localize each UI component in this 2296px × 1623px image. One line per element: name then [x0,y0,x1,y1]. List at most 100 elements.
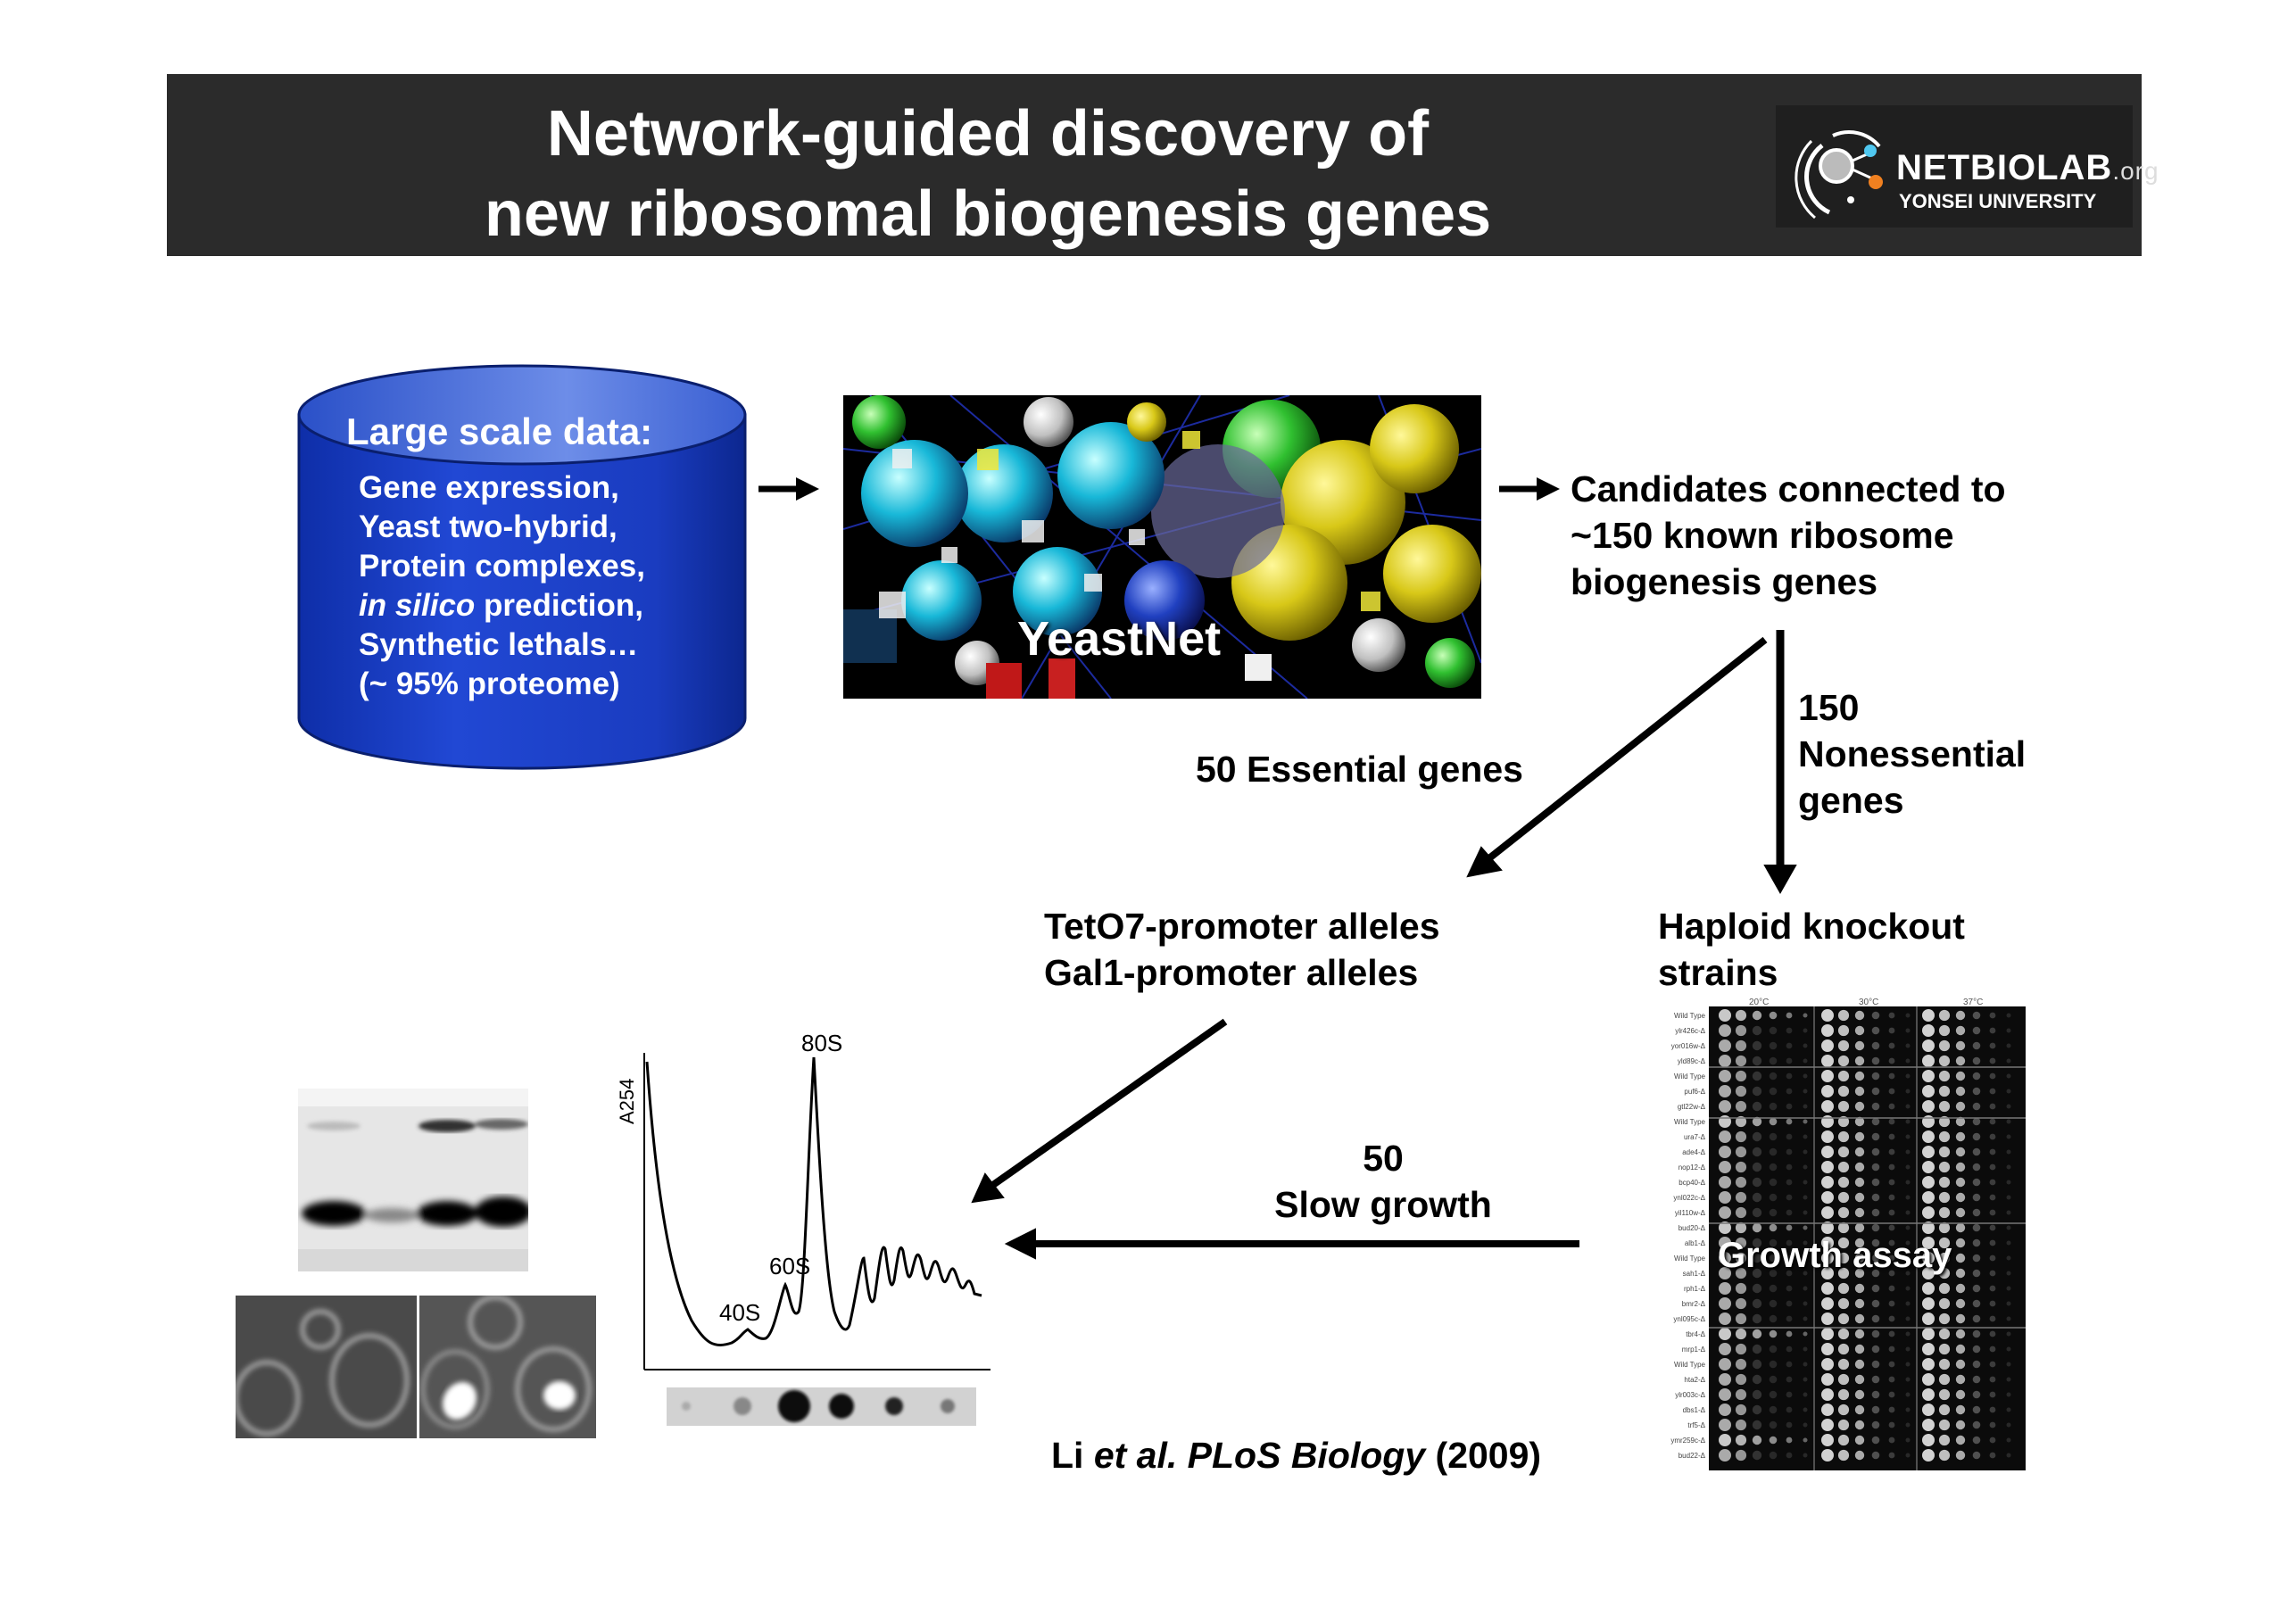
growth-spot [1922,1221,1935,1234]
growth-spot [1735,1419,1747,1431]
growth-spot [1922,1161,1935,1173]
netbiolab-logo [1776,105,2133,228]
growth-spot [1972,1436,1981,1445]
growth-spot [1905,1437,1911,1443]
growth-spot [1888,1421,1895,1428]
strain-label: rph1-Δ [1683,1285,1705,1293]
growth-spot [1888,1209,1895,1216]
growth-spot [1854,1374,1865,1385]
growth-spot [1854,1192,1865,1203]
growth-spot [1854,1298,1865,1309]
growth-spot [1972,1329,1981,1338]
growth-spot [1888,1118,1895,1125]
growth-spot [1769,1178,1778,1187]
growth-spot [1719,1115,1731,1128]
growth-spot [1888,1148,1895,1155]
growth-spot [1972,1284,1981,1293]
growth-spot [2006,1316,2011,1321]
growth-spot [1821,1100,1834,1113]
growth-spot [1769,1087,1778,1096]
growth-spot [1752,1222,1762,1233]
growth-spot [1719,1024,1731,1037]
growth-spot [1837,1100,1850,1113]
growth-assay-visual [1709,1006,2026,1470]
growth-spot [1888,1391,1895,1398]
growth-spot [2006,1377,2011,1382]
logo-network-icon [1795,130,1883,219]
growth-spot [1735,1373,1747,1386]
growth-spot [1786,1346,1793,1353]
candidates-line: biogenesis genes [1571,561,1878,602]
slow-growth-line: Slow growth [1274,1184,1492,1225]
growth-spot [1972,1375,1981,1384]
growth-spot [1821,1115,1834,1128]
growth-spot [1955,1450,1966,1461]
growth-spot [1837,1373,1850,1386]
growth-spot [1837,1191,1850,1204]
growth-spot [1854,1025,1865,1036]
growth-spot [1803,1058,1808,1064]
growth-spot [1989,1194,1996,1201]
growth-spot [1989,1270,1996,1277]
strain-label: ynl022c-Δ [1673,1194,1705,1202]
citation: Li et al. PLoS Biology (2009) [1051,1432,1541,1478]
growth-spot [1854,1238,1865,1248]
growth-spot [1769,1254,1778,1263]
growth-spot [1854,1344,1865,1354]
growth-spot [2006,1437,2011,1443]
growth-spot [1821,1267,1834,1279]
strain-label: bcp40-Δ [1678,1179,1705,1187]
growth-spot [1871,1117,1880,1126]
growth-spot [1803,1346,1808,1352]
growth-spot [1786,1376,1793,1383]
citation-author: Li [1051,1435,1084,1476]
growth-spot [1752,1238,1762,1248]
growth-spot [1871,1345,1880,1354]
growth-spot [1905,1210,1911,1215]
growth-spot [1871,1436,1880,1445]
growth-spot [1854,1450,1865,1461]
growth-spot [1938,1161,1951,1173]
growth-spot [1735,1449,1747,1462]
growth-spot [1837,1070,1850,1082]
strain-label: yil110w-Δ [1674,1209,1705,1217]
strain-label: Wild Type [1674,1072,1705,1081]
growth-spot [1989,1452,1996,1459]
growth-spot [2006,1089,2011,1094]
growth-spot [1972,1360,1981,1369]
growth-spot [1719,1388,1731,1401]
growth-spot [1719,1100,1731,1113]
growth-spot [1989,1346,1996,1353]
growth-spot [1955,1238,1966,1248]
growth-spot [1871,1208,1880,1217]
growth-spot [1972,1056,1981,1065]
growth-spot [1769,1132,1778,1141]
growth-spot [1854,1101,1865,1112]
growth-spot [1803,1392,1808,1397]
essential-genes-label: 50 Essential genes [1196,749,1523,790]
growth-spot [1837,1434,1850,1446]
strain-label: bmr2-Δ [1681,1300,1705,1308]
growth-spot [1735,1206,1747,1219]
growth-spot [1922,1009,1935,1022]
growth-spot [1837,1146,1850,1158]
growth-spot [1735,1358,1747,1370]
growth-spot [1922,1055,1935,1067]
growth-spot [2006,1271,2011,1276]
growth-spot [1803,1195,1808,1200]
growth-spot [1854,1359,1865,1370]
growth-spot [1989,1148,1996,1155]
growth-spot [1837,1449,1850,1462]
growth-spot [1735,1221,1747,1234]
growth-spot [1989,1361,1996,1368]
growth-spot [1905,1149,1911,1155]
growth-spot [1955,1147,1966,1157]
growth-spot [1752,1435,1762,1445]
yeastnet-network-image [843,395,1481,699]
growth-spot [1989,1012,1996,1019]
growth-spot [1821,1328,1834,1340]
growth-spot [1905,1089,1911,1094]
growth-spot [1922,1115,1935,1128]
growth-spot [1938,1176,1951,1188]
